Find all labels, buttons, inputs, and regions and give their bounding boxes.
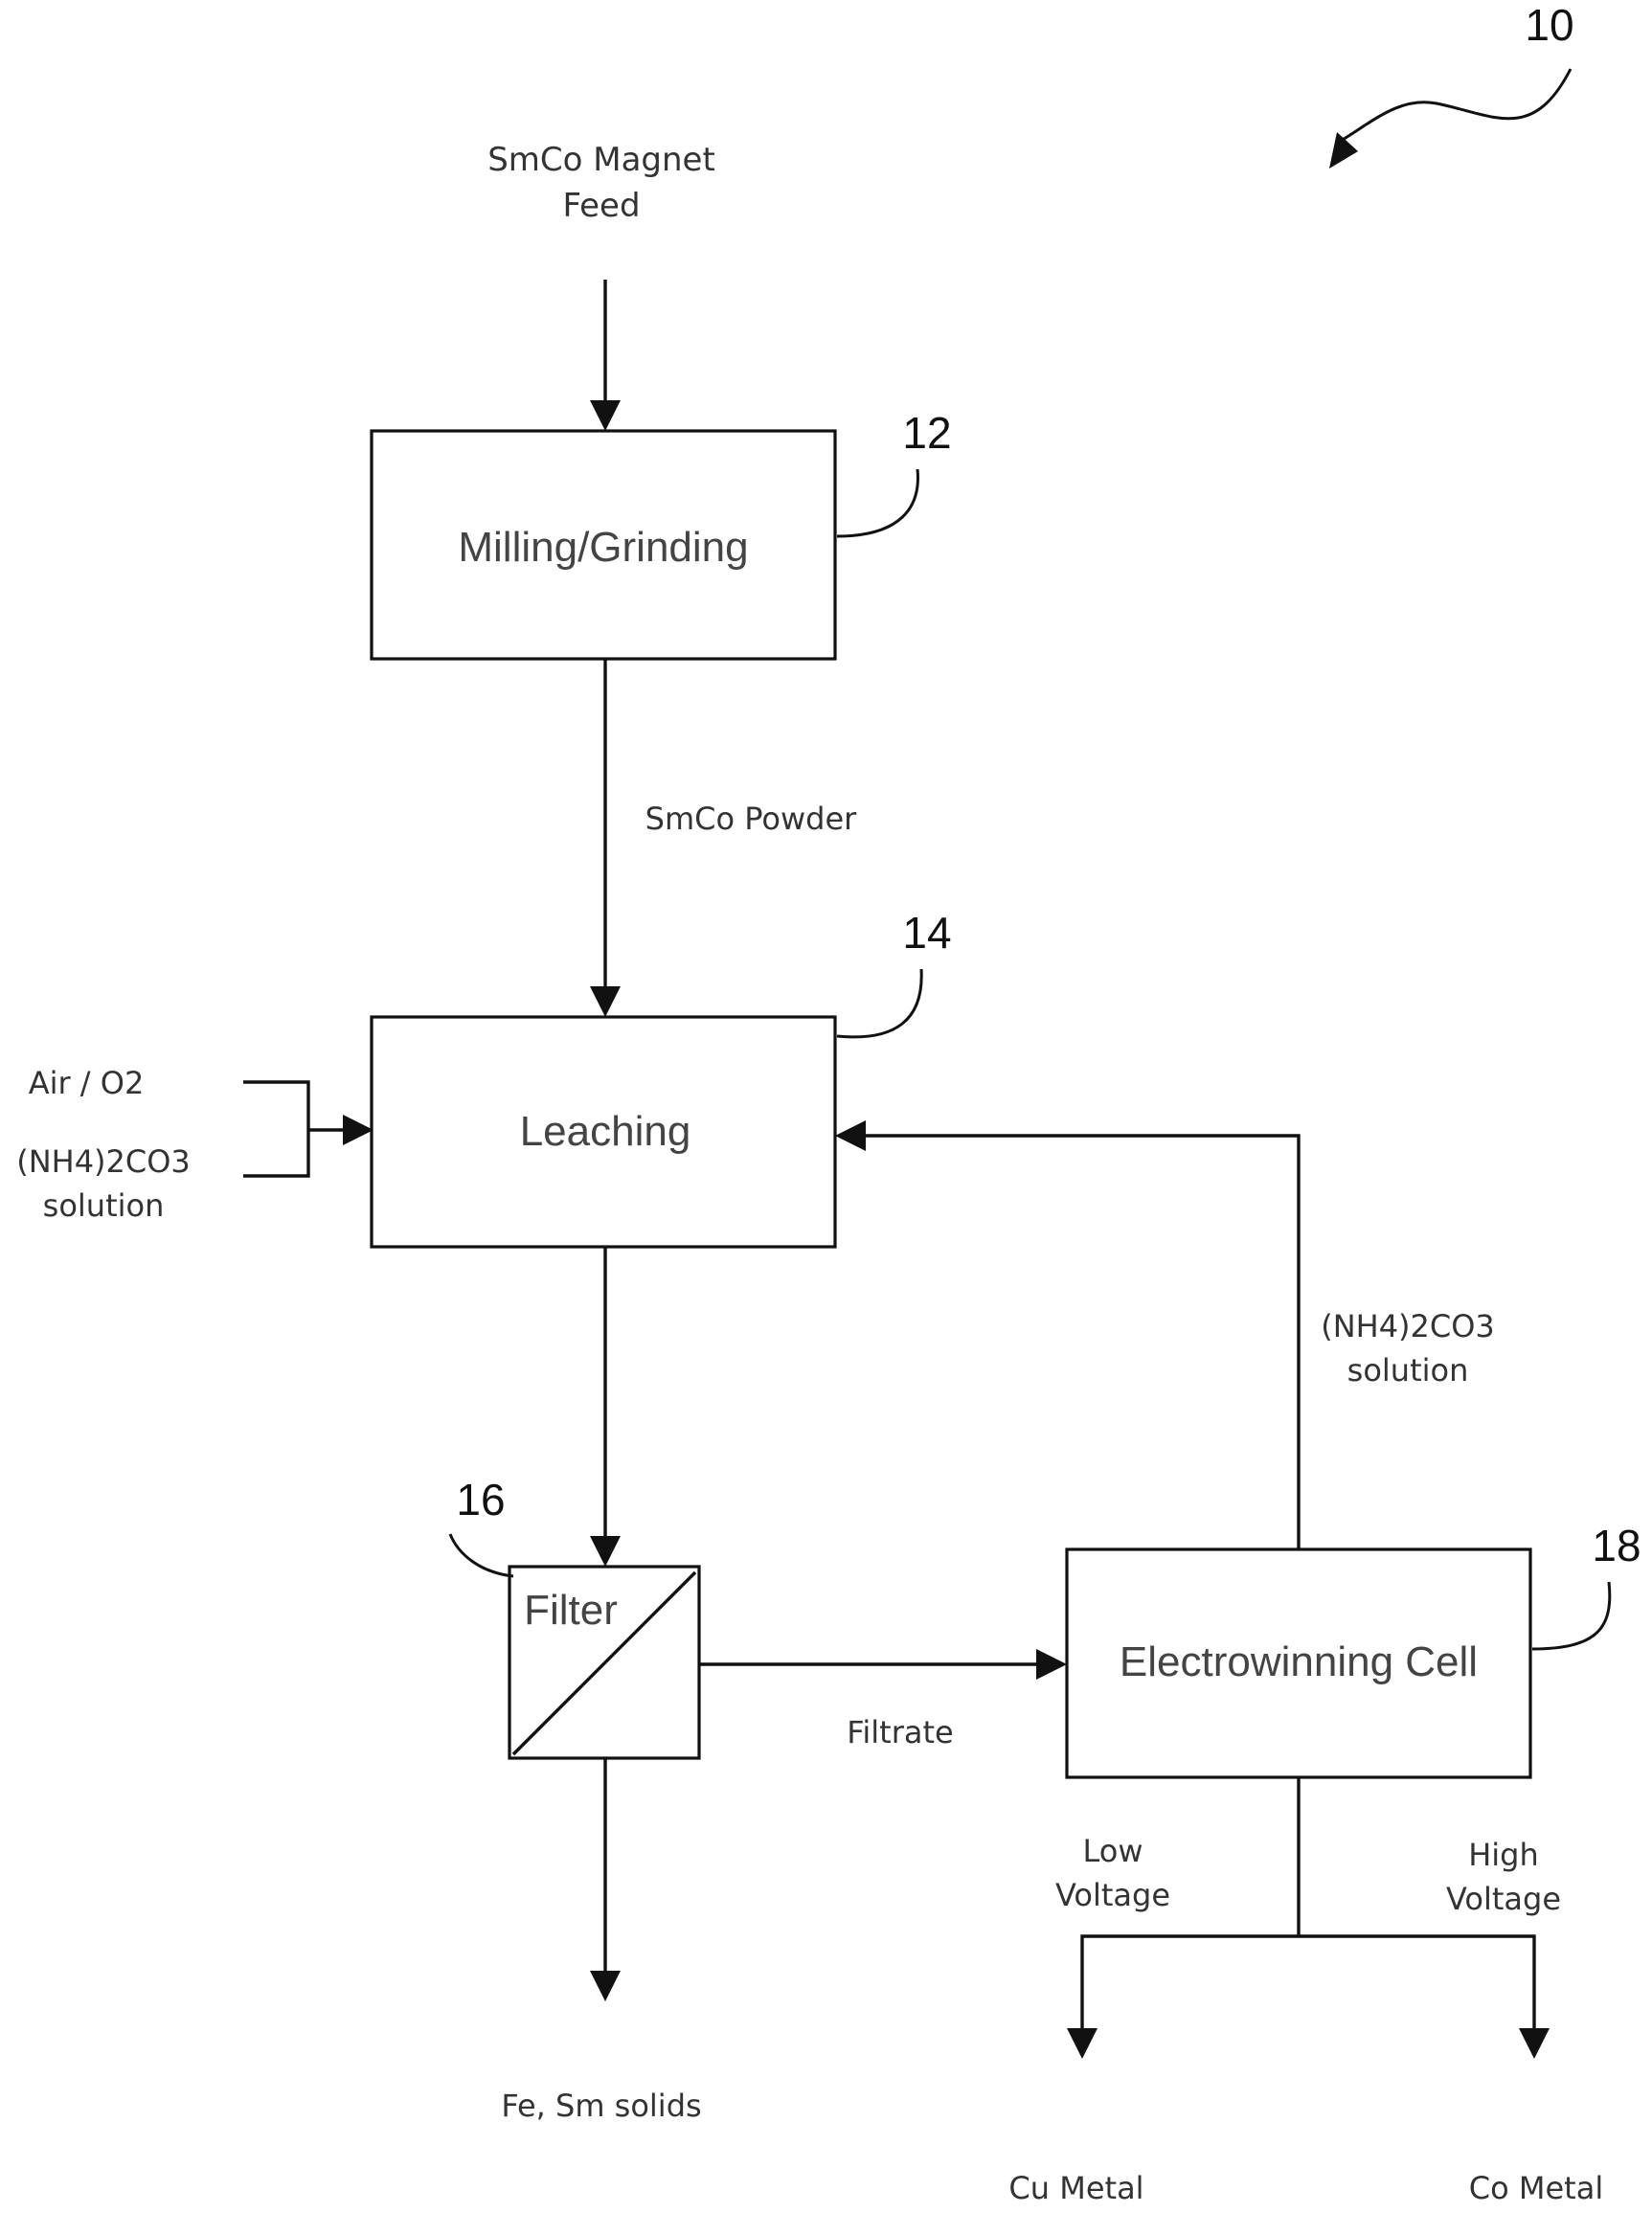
- low-voltage-label-line1: Low: [1082, 1833, 1143, 1869]
- ref-16: 16: [456, 1475, 505, 1524]
- ref-16-leader: [450, 1534, 513, 1576]
- air-o2-label: Air / O2: [29, 1065, 145, 1101]
- ref-12: 12: [902, 408, 951, 458]
- high-voltage-label-line2: Voltage: [1446, 1881, 1561, 1917]
- input-arrowhead: [343, 1115, 373, 1145]
- figure-number: 10: [1525, 0, 1573, 50]
- filtrate-arrowhead: [1036, 1649, 1067, 1680]
- ammonium-input-label-line1: (NH4)2CO3: [16, 1143, 191, 1180]
- smco-powder-label: SmCo Powder: [645, 801, 857, 837]
- recycle-line: [858, 1136, 1299, 1549]
- leach-to-filter-arrowhead: [590, 1536, 621, 1567]
- fe-sm-solids-label: Fe, Sm solids: [501, 2088, 701, 2124]
- high-voltage-label-line1: High: [1468, 1837, 1539, 1873]
- cu-output-arrowhead: [1067, 2028, 1098, 2059]
- ref-12-leader: [837, 469, 917, 536]
- leaching-label: Leaching: [520, 1108, 691, 1155]
- output-split-line: [1082, 1936, 1534, 2038]
- feed-label-line1: SmCo Magnet: [487, 141, 715, 179]
- milling-grinding-label: Milling/Grinding: [458, 524, 748, 571]
- ammonium-input-label-line2: solution: [43, 1187, 165, 1224]
- co-metal-label: Co Metal: [1469, 2170, 1603, 2206]
- electrowinning-cell-label: Electrowinning Cell: [1120, 1638, 1478, 1685]
- low-voltage-label-line2: Voltage: [1055, 1877, 1170, 1913]
- figure-pointer-line: [1336, 69, 1571, 144]
- recycle-arrowhead: [835, 1120, 866, 1151]
- ref-18-leader: [1532, 1582, 1610, 1649]
- feed-label-line2: Feed: [562, 187, 640, 225]
- ammonium-recycle-label-line1: (NH4)2CO3: [1321, 1308, 1495, 1344]
- ref-14: 14: [902, 908, 951, 958]
- ref-18: 18: [1592, 1521, 1641, 1570]
- filter-to-solids-arrowhead: [590, 1971, 621, 2001]
- input-bracket: [243, 1082, 308, 1176]
- co-output-arrowhead: [1519, 2028, 1550, 2059]
- powder-arrowhead: [590, 986, 621, 1017]
- ammonium-recycle-label-line2: solution: [1347, 1352, 1469, 1389]
- ref-14-leader: [837, 969, 921, 1037]
- filter-label: Filter: [524, 1587, 618, 1634]
- feed-arrowhead: [590, 400, 621, 431]
- filtrate-label: Filtrate: [847, 1714, 953, 1750]
- cu-metal-label: Cu Metal: [1008, 2170, 1143, 2206]
